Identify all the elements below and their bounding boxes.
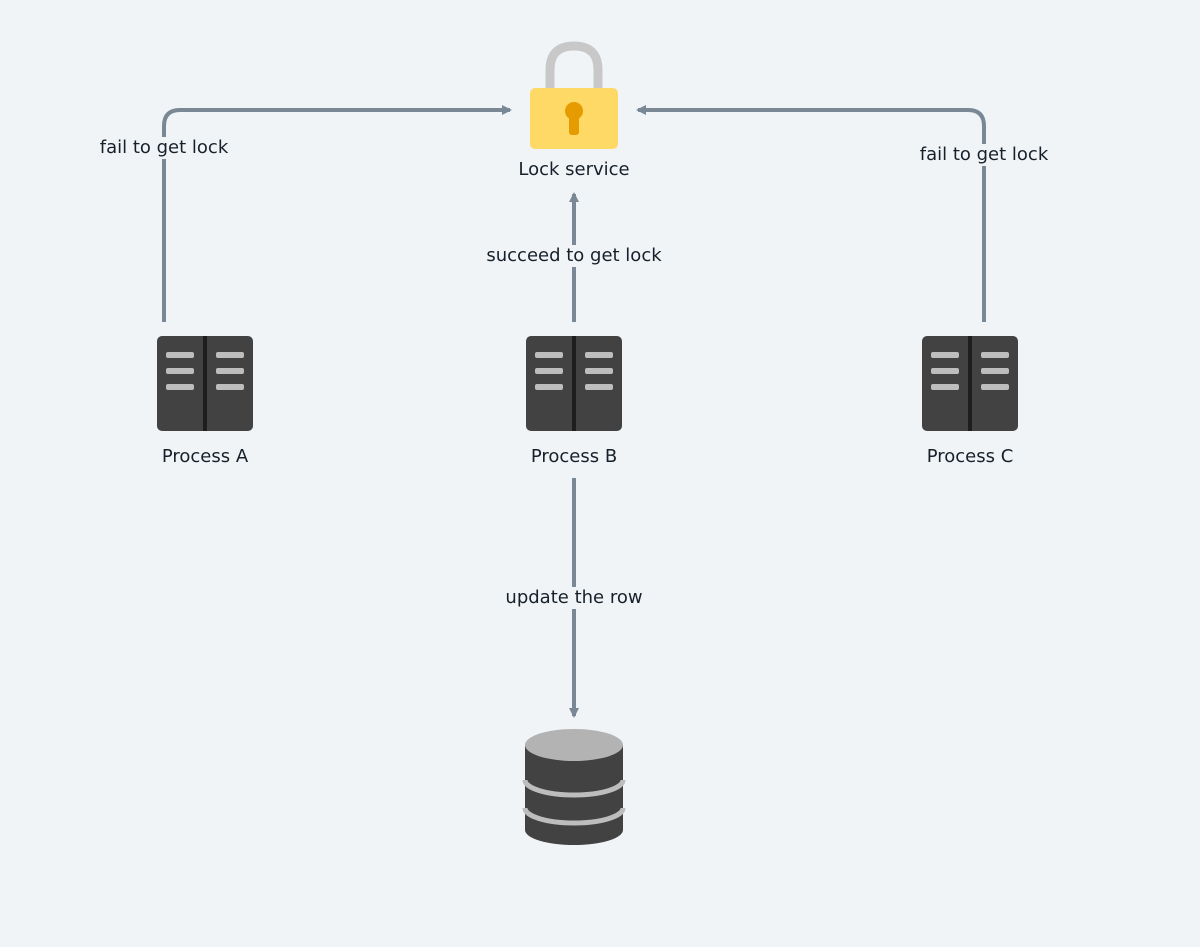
edge-label-c: fail to get lock — [917, 144, 1051, 166]
process-c-label: Process C — [924, 446, 1016, 468]
server-icon — [922, 336, 1018, 431]
server-icon — [157, 336, 253, 431]
process-b-label: Process B — [528, 446, 620, 468]
edge-c-to-lock — [636, 105, 986, 322]
lock-service-label: Lock service — [516, 159, 632, 181]
database-icon — [522, 729, 626, 845]
process-a-label: Process A — [159, 446, 251, 468]
edge-label-b-lock: succeed to get lock — [484, 245, 664, 267]
server-icon — [526, 336, 622, 431]
edge-label-a: fail to get lock — [97, 137, 231, 159]
edge-a-to-lock — [162, 105, 512, 322]
edge-label-b-db: update the row — [503, 587, 645, 609]
padlock-icon — [530, 41, 618, 149]
